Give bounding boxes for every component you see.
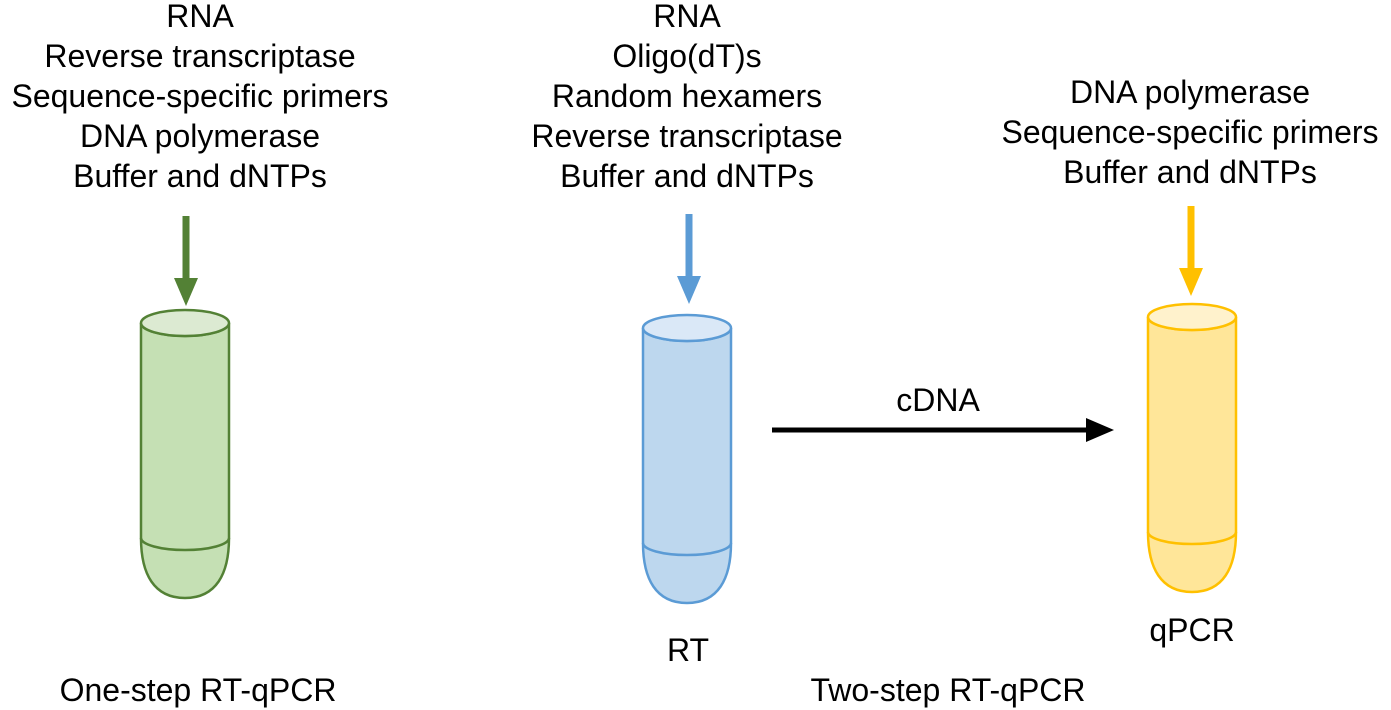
down-arrow-icon xyxy=(174,216,198,306)
rt-step-reagent-list: RNA Oligo(dT)s Random hexamers Reverse t… xyxy=(467,0,907,196)
qpcr-tube-icon xyxy=(1146,302,1238,594)
qpcr-step-label: qPCR xyxy=(1149,612,1235,648)
reagent-line: DNA polymerase xyxy=(1069,74,1311,110)
reagent-line: Buffer and dNTPs xyxy=(73,158,327,194)
reagent-line: RNA xyxy=(653,0,721,34)
rt-step-label: RT xyxy=(666,632,710,668)
right-arrow-icon xyxy=(772,418,1114,442)
tube-separator xyxy=(139,537,231,552)
reagent-line: DNA polymerase xyxy=(79,118,321,154)
arrow-head xyxy=(1086,418,1114,442)
reagent-line: Reverse transcriptase xyxy=(44,38,356,74)
tube-mouth xyxy=(641,313,733,343)
arrow-shaft xyxy=(182,216,190,280)
reagent-line: Reverse transcriptase xyxy=(531,118,843,154)
tube-separator xyxy=(1146,531,1238,546)
arrow-shaft xyxy=(772,427,1090,433)
arrow-shaft xyxy=(1187,206,1195,270)
reagent-line: RNA xyxy=(166,0,234,34)
two-step-caption: Two-step RT-qPCR xyxy=(810,672,1086,708)
one-step-reagent-list: RNA Reverse transcriptase Sequence-speci… xyxy=(0,0,400,196)
down-arrow-icon xyxy=(1179,206,1203,296)
tube-separator xyxy=(641,542,733,557)
rt-tube-icon xyxy=(641,313,733,605)
one-step-caption: One-step RT-qPCR xyxy=(59,672,337,708)
reagent-line: Oligo(dT)s xyxy=(612,38,762,74)
cdna-label: cDNA xyxy=(896,382,980,418)
arrow-head xyxy=(677,276,701,304)
reagent-line: Buffer and dNTPs xyxy=(1063,154,1317,190)
reagent-line: Buffer and dNTPs xyxy=(560,158,814,194)
down-arrow-icon xyxy=(677,214,701,304)
tube-mouth xyxy=(139,308,231,338)
tube-body xyxy=(139,322,231,600)
one-step-tube-icon xyxy=(139,308,231,600)
arrow-head xyxy=(174,278,198,306)
reagent-line: Sequence-specific primers xyxy=(11,78,389,114)
arrow-shaft xyxy=(685,214,693,278)
qpcr-step-reagent-list: DNA polymerase Sequence-specific primers… xyxy=(960,72,1391,192)
tube-body xyxy=(641,327,733,605)
tube-body xyxy=(1146,316,1238,594)
arrow-head xyxy=(1179,268,1203,296)
reagent-line: Random hexamers xyxy=(551,78,823,114)
tube-mouth xyxy=(1146,302,1238,332)
reagent-line: Sequence-specific primers xyxy=(1001,114,1379,150)
